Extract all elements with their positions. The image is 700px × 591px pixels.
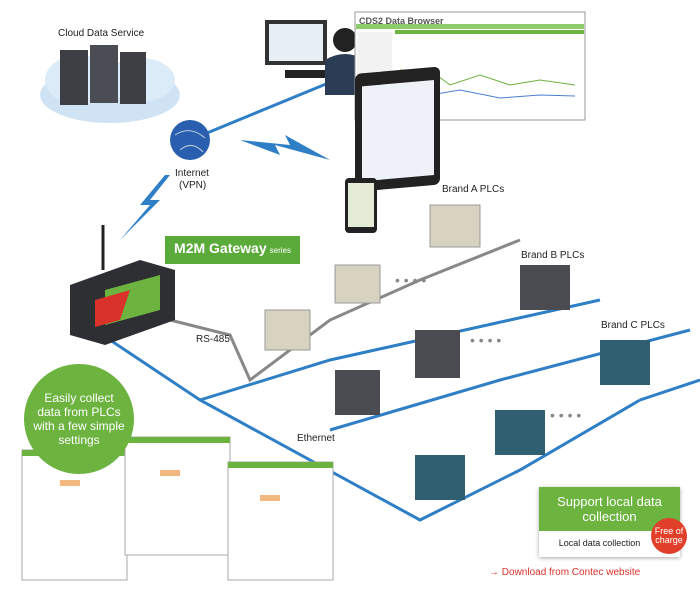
internet-globe-icon xyxy=(170,120,210,160)
brand-b-plcs: • • • • xyxy=(335,265,570,415)
ethernet-label: Ethernet xyxy=(297,433,335,444)
svg-text:• • • •: • • • • xyxy=(470,332,501,348)
download-link[interactable]: → Download from Contec website xyxy=(489,567,640,578)
download-link-text: Download from Contec website xyxy=(501,567,641,578)
gateway-name: M2M Gateway xyxy=(174,240,267,256)
ethernet-trunk xyxy=(109,338,641,522)
browser-title: CDS2 Data Browser xyxy=(359,16,444,26)
pc-user-icon xyxy=(265,20,365,95)
arrow-right-icon: → xyxy=(489,567,499,578)
support-subtitle: Local data collection xyxy=(558,538,641,548)
wireless-bolts xyxy=(120,135,330,240)
ethernet-brand-b xyxy=(199,298,601,402)
brand-a-plcs: • • • • xyxy=(264,204,481,351)
svg-text:• • • •: • • • • xyxy=(550,407,581,423)
gateway-label: M2M Gateway series xyxy=(165,236,300,264)
brand-c-label: Brand C PLCs xyxy=(601,320,665,331)
vpn-label: (VPN) xyxy=(179,180,207,191)
gateway-suffix: series xyxy=(269,246,291,255)
callout-circle: Easily collect data from PLCs with a few… xyxy=(24,364,134,474)
m2m-gateway-device xyxy=(70,225,175,345)
internet-label: Internet xyxy=(175,168,209,179)
rs485-label: RS-485 xyxy=(196,334,230,345)
brand-b-label: Brand B PLCs xyxy=(521,250,585,261)
brand-c-plcs: • • • • xyxy=(415,340,650,500)
cloud-icon xyxy=(40,45,180,123)
svg-text:• • • •: • • • • xyxy=(395,272,426,288)
tablet-icon xyxy=(345,67,440,233)
brand-a-label: Brand A PLCs xyxy=(442,184,505,195)
support-box: Support local data collection Local data… xyxy=(539,487,680,557)
free-badge: Free of charge xyxy=(651,518,687,554)
cloud-label: Cloud Data Service xyxy=(58,28,145,39)
